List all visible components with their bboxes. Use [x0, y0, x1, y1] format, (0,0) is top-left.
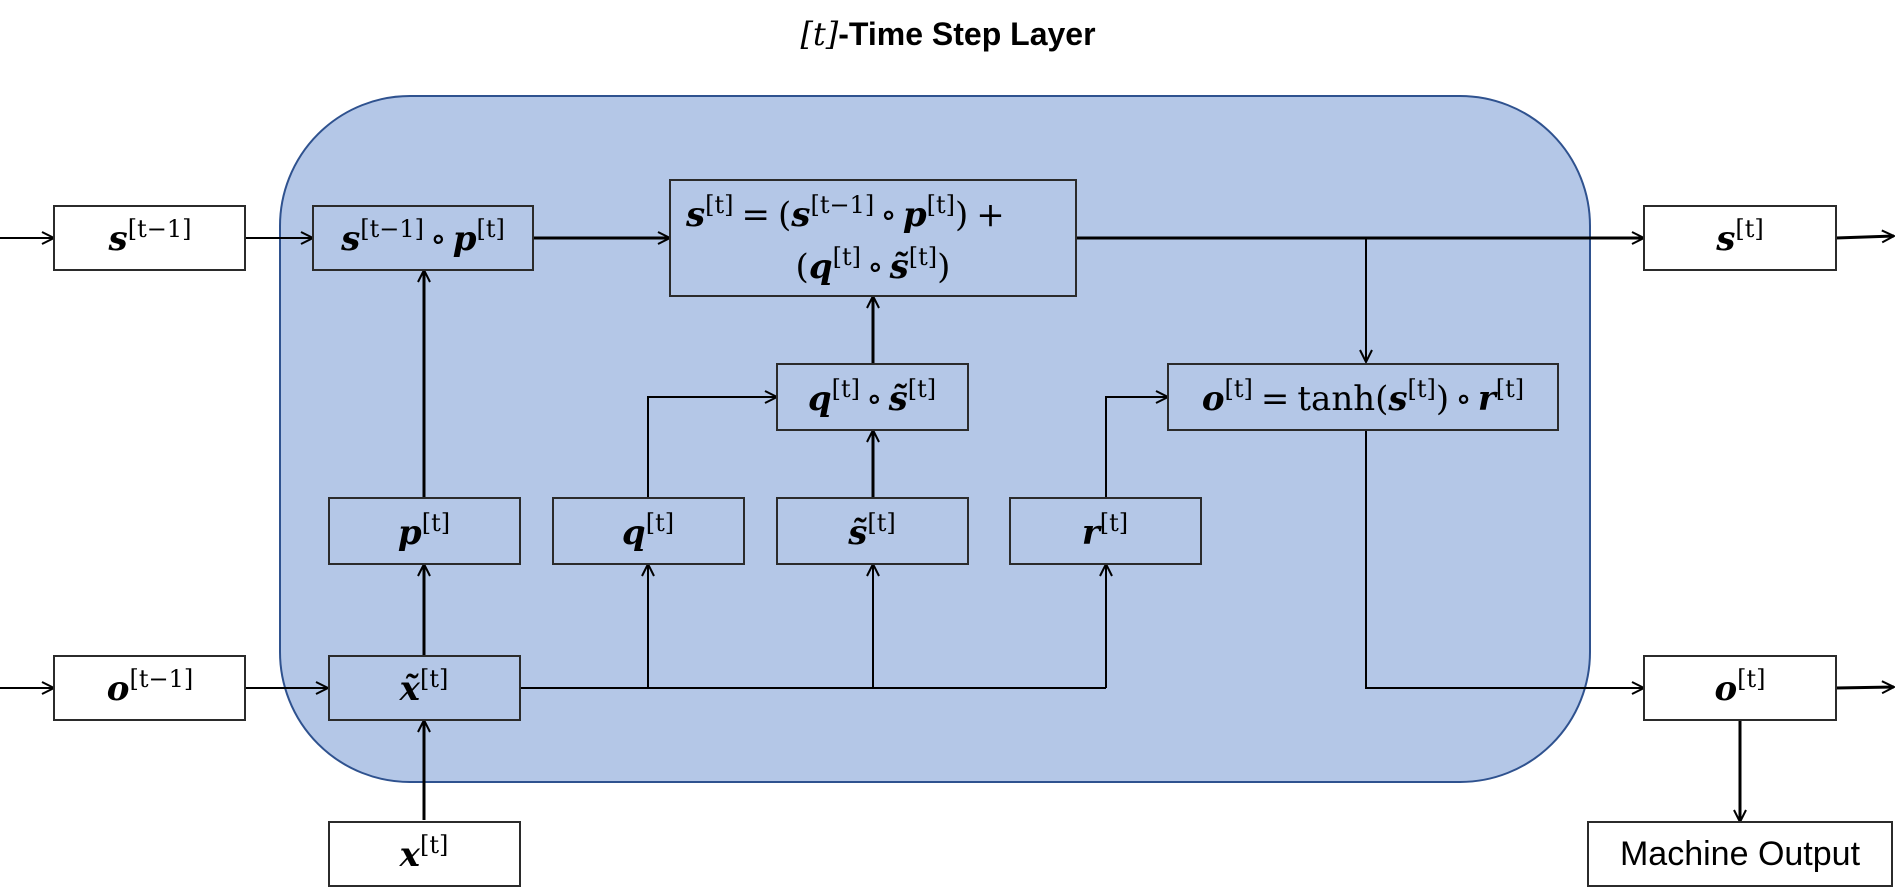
node-state-update: s[t]=(s[t−1]∘p[t])+ (q[t]∘s̃[t]) — [669, 179, 1077, 297]
node-machine-output: Machine Output — [1587, 821, 1893, 887]
svg-text:s[t−1]∘p[t]: s[t−1]∘p[t] — [340, 215, 505, 259]
arrow-out-s — [1835, 236, 1894, 238]
svg-text:s̃[t]: s̃[t] — [847, 509, 896, 553]
arrow-r-to-output-eq — [1105, 397, 1168, 498]
node-output-equation: o[t]=tanh(s[t])∘r[t] — [1167, 363, 1559, 431]
svg-text:Machine Output: Machine Output — [1620, 835, 1861, 873]
node-forget-product: s[t−1]∘p[t] — [312, 205, 534, 271]
node-s-tilde: s̃[t] — [776, 497, 969, 565]
node-o-prev: o[t−1] — [53, 655, 246, 721]
svg-text:s[t]: s[t] — [1715, 215, 1764, 259]
node-x: x[t] — [328, 821, 521, 887]
svg-text:s[t−1]: s[t−1] — [108, 215, 192, 259]
svg-text:x[t]: x[t] — [399, 831, 449, 875]
svg-text:o[t]: o[t] — [1714, 665, 1765, 709]
arrow-out-o — [1835, 687, 1894, 688]
node-x-tilde: x̃[t] — [328, 655, 521, 721]
node-s-prev: s[t−1] — [53, 205, 246, 271]
svg-text:r[t]: r[t] — [1082, 509, 1128, 553]
node-q: q[t] — [552, 497, 745, 565]
diagram-title: [t]-Time Step Layer — [800, 15, 1095, 53]
svg-text:s[t]=(s[t−1]∘p[t])+: s[t]=(s[t−1]∘p[t])+ — [685, 191, 1005, 235]
svg-text:x̃[t]: x̃[t] — [399, 665, 449, 709]
node-r: r[t] — [1009, 497, 1202, 565]
node-o-out: o[t] — [1643, 655, 1837, 721]
svg-text:q[t]∘s̃[t]: q[t]∘s̃[t] — [808, 375, 936, 419]
node-p: p[t] — [328, 497, 521, 565]
svg-text:p[t]: p[t] — [398, 509, 450, 553]
arrow-output-eq-to-o-out — [1365, 430, 1644, 688]
svg-text:q[t]: q[t] — [622, 509, 674, 553]
svg-text:o[t−1]: o[t−1] — [107, 665, 193, 709]
cell-body — [279, 95, 1591, 783]
arrow-q-to-input-gate — [647, 397, 777, 498]
node-s-out: s[t] — [1643, 205, 1837, 271]
svg-text:o[t]=tanh(s[t])∘r[t]: o[t]=tanh(s[t])∘r[t] — [1202, 375, 1524, 419]
svg-text:(q[t]∘s̃[t]): (q[t]∘s̃[t]) — [796, 243, 951, 287]
node-input-product: q[t]∘s̃[t] — [776, 363, 969, 431]
